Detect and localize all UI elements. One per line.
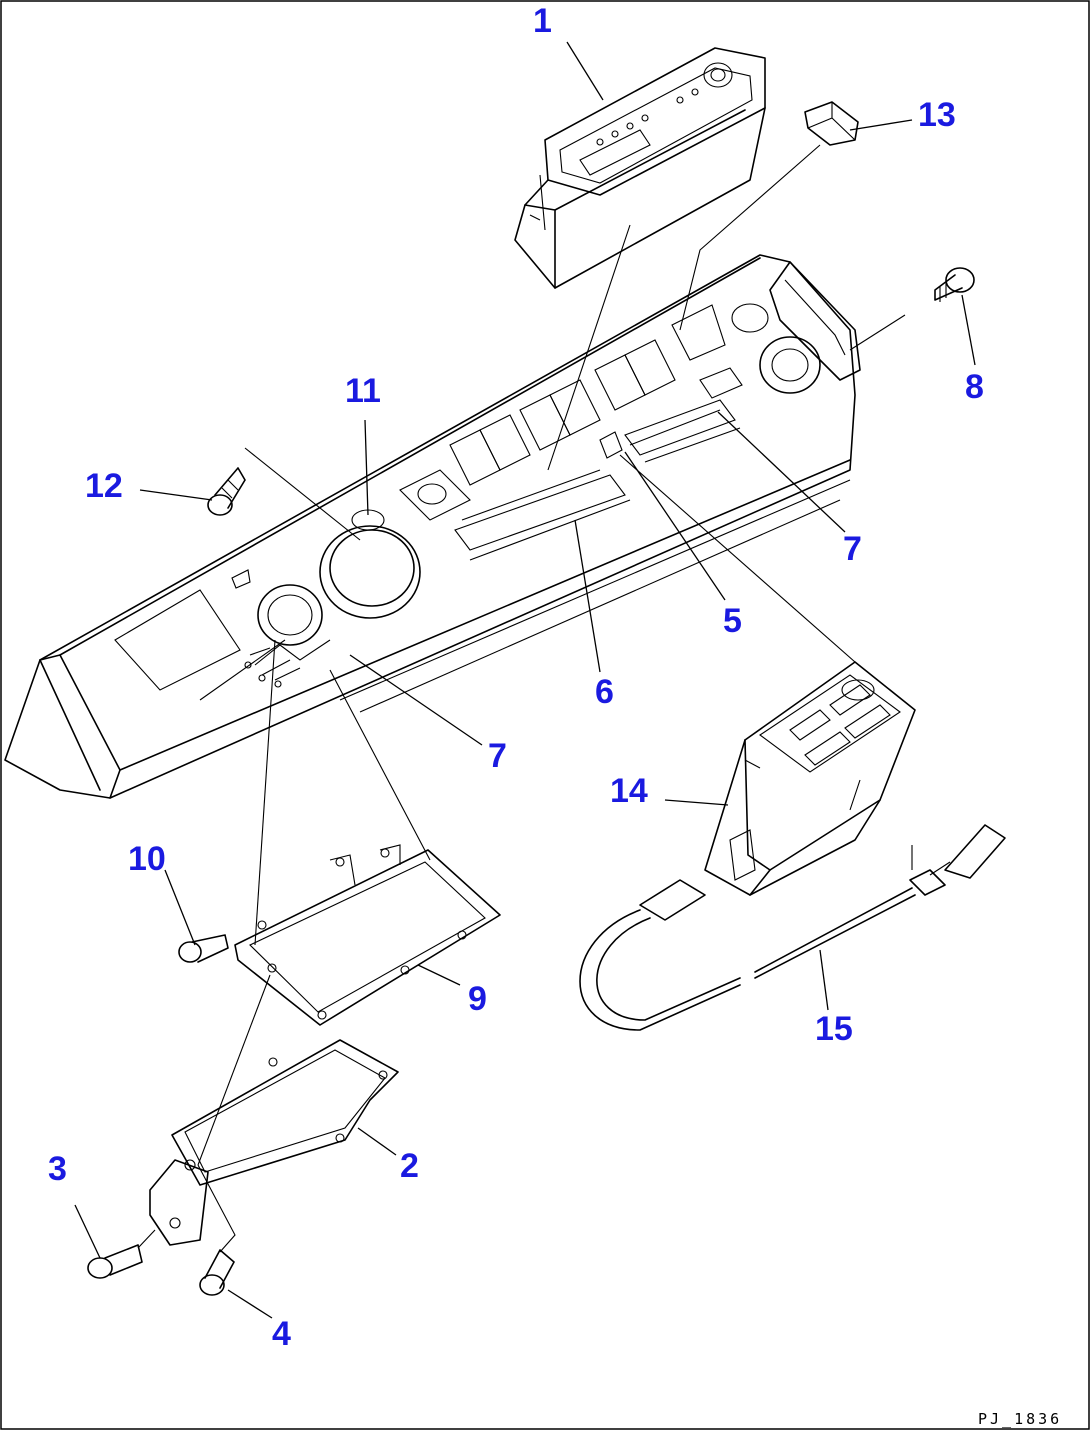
small-bracket (804, 101, 859, 146)
drawing-code: PJ_1836 (978, 1410, 1062, 1428)
callout-15: 15 (815, 1010, 853, 1048)
callout-12: 12 (85, 467, 123, 505)
callout-10: 10 (128, 840, 166, 878)
callout-13: 13 (918, 96, 956, 134)
callout-labels: 1 13 8 11 12 7 5 6 7 14 10 9 15 2 3 4 (48, 2, 984, 1353)
callout-1: 1 (533, 2, 552, 40)
radio-unit (514, 47, 766, 289)
callout-11: 11 (345, 372, 381, 410)
bolt-4 (199, 1249, 235, 1296)
dashboard-panel (4, 254, 861, 799)
callout-5: 5 (723, 602, 742, 640)
callout-6: 6 (595, 673, 614, 711)
callout-7-right: 7 (843, 530, 862, 568)
callout-4: 4 (272, 1315, 291, 1353)
callout-2: 2 (400, 1147, 419, 1185)
controller-box (704, 661, 916, 896)
callout-7-left: 7 (488, 737, 507, 775)
screw-10 (178, 934, 229, 963)
mounting-plate (234, 844, 501, 1026)
wire-harness (579, 824, 1006, 1031)
callout-14: 14 (610, 772, 648, 810)
callout-3: 3 (48, 1150, 67, 1188)
callout-9: 9 (468, 980, 487, 1018)
screw-12 (207, 467, 246, 516)
assembly-lines (137, 144, 906, 1253)
support-bracket (149, 1039, 399, 1246)
callout-8: 8 (965, 368, 984, 406)
bolt-8 (934, 267, 975, 302)
leader-lines (74, 41, 976, 1319)
